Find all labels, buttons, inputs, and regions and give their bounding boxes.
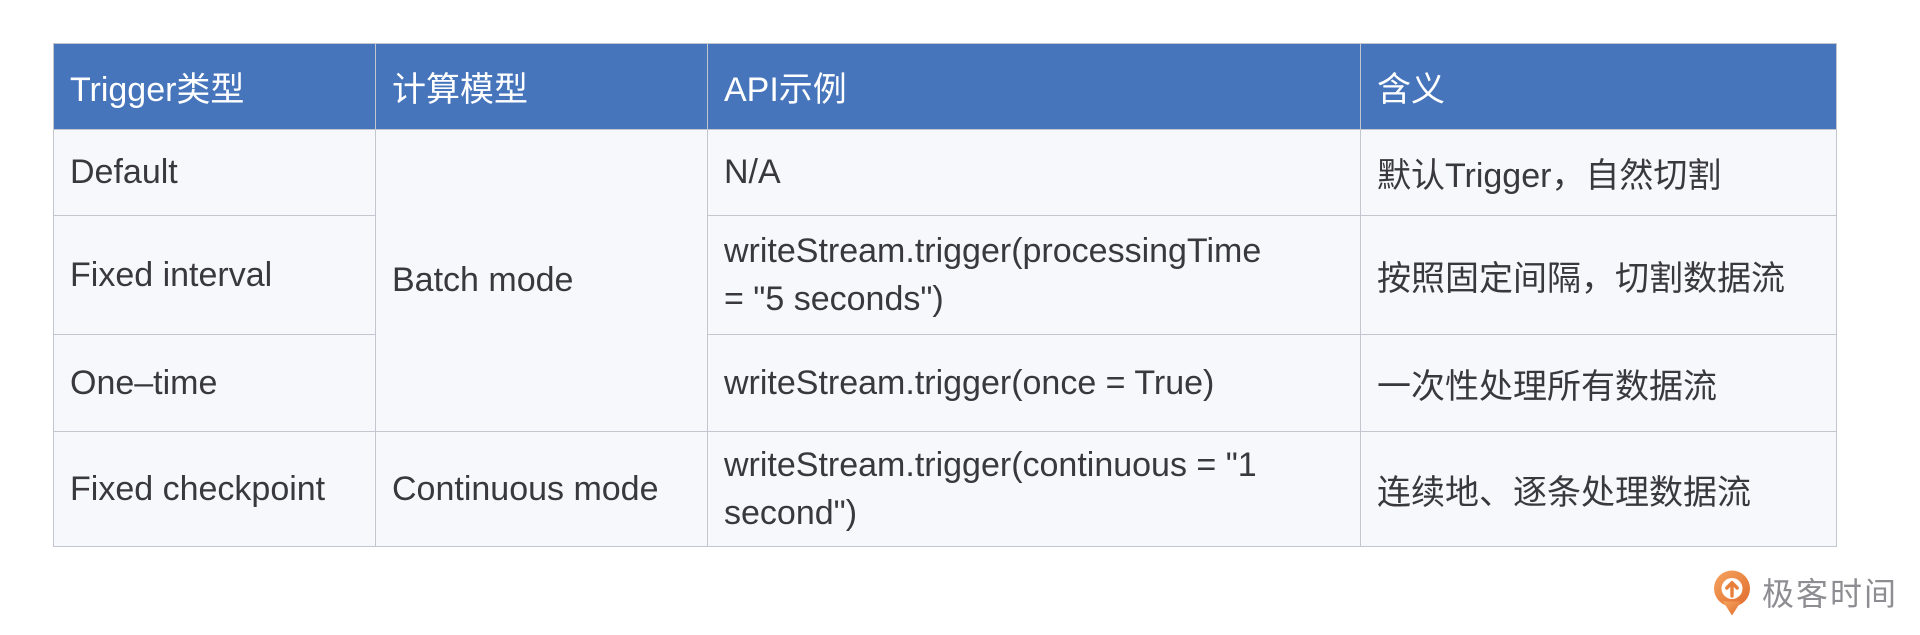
- table-row: Default Batch mode N/A 默认Trigger，自然切割: [53, 129, 1837, 432]
- trigger-types-table-container: Trigger类型 计算模型 API示例 含义 Default Batch mo…: [53, 43, 1837, 547]
- cell-trigger-type: Fixed checkpoint: [53, 431, 376, 547]
- cell-meaning: 按照固定间隔，切割数据流: [1360, 215, 1837, 335]
- column-header-api-example: API示例: [707, 43, 1361, 130]
- geektime-logo: 极客时间: [1712, 569, 1898, 618]
- cell-trigger-type: Fixed interval: [53, 215, 376, 335]
- cell-api-example: writeStream.trigger(processingTime = "5 …: [707, 215, 1361, 335]
- cell-meaning: 一次性处理所有数据流: [1360, 334, 1837, 432]
- geektime-pin-icon: [1714, 570, 1750, 616]
- cell-api-example: writeStream.trigger(once = True): [707, 334, 1361, 432]
- geektime-logo-text: 极客时间: [1762, 575, 1899, 612]
- table-row: One–time writeStream.trigger(once = True…: [53, 334, 1837, 432]
- header-row: Trigger类型 计算模型 API示例 含义: [53, 43, 1837, 130]
- cell-trigger-type: One–time: [53, 334, 376, 432]
- cell-compute-model-continuous: Continuous mode: [375, 431, 708, 547]
- table-row: Fixed checkpoint Continuous mode writeSt…: [53, 431, 1837, 547]
- table-row: Fixed interval writeStream.trigger(proce…: [53, 215, 1837, 335]
- cell-api-example: writeStream.trigger(continuous = "1 seco…: [707, 431, 1361, 547]
- column-header-meaning: 含义: [1360, 43, 1837, 130]
- trigger-types-table: Trigger类型 计算模型 API示例 含义 Default Batch mo…: [53, 43, 1837, 547]
- cell-trigger-type: Default: [53, 129, 376, 216]
- column-header-trigger-type: Trigger类型: [53, 43, 376, 130]
- column-header-compute-model: 计算模型: [375, 43, 708, 130]
- cell-meaning: 连续地、逐条处理数据流: [1360, 431, 1837, 547]
- cell-meaning: 默认Trigger，自然切割: [1360, 129, 1837, 216]
- cell-compute-model-batch: Batch mode: [375, 129, 708, 432]
- cell-api-example: N/A: [707, 129, 1361, 216]
